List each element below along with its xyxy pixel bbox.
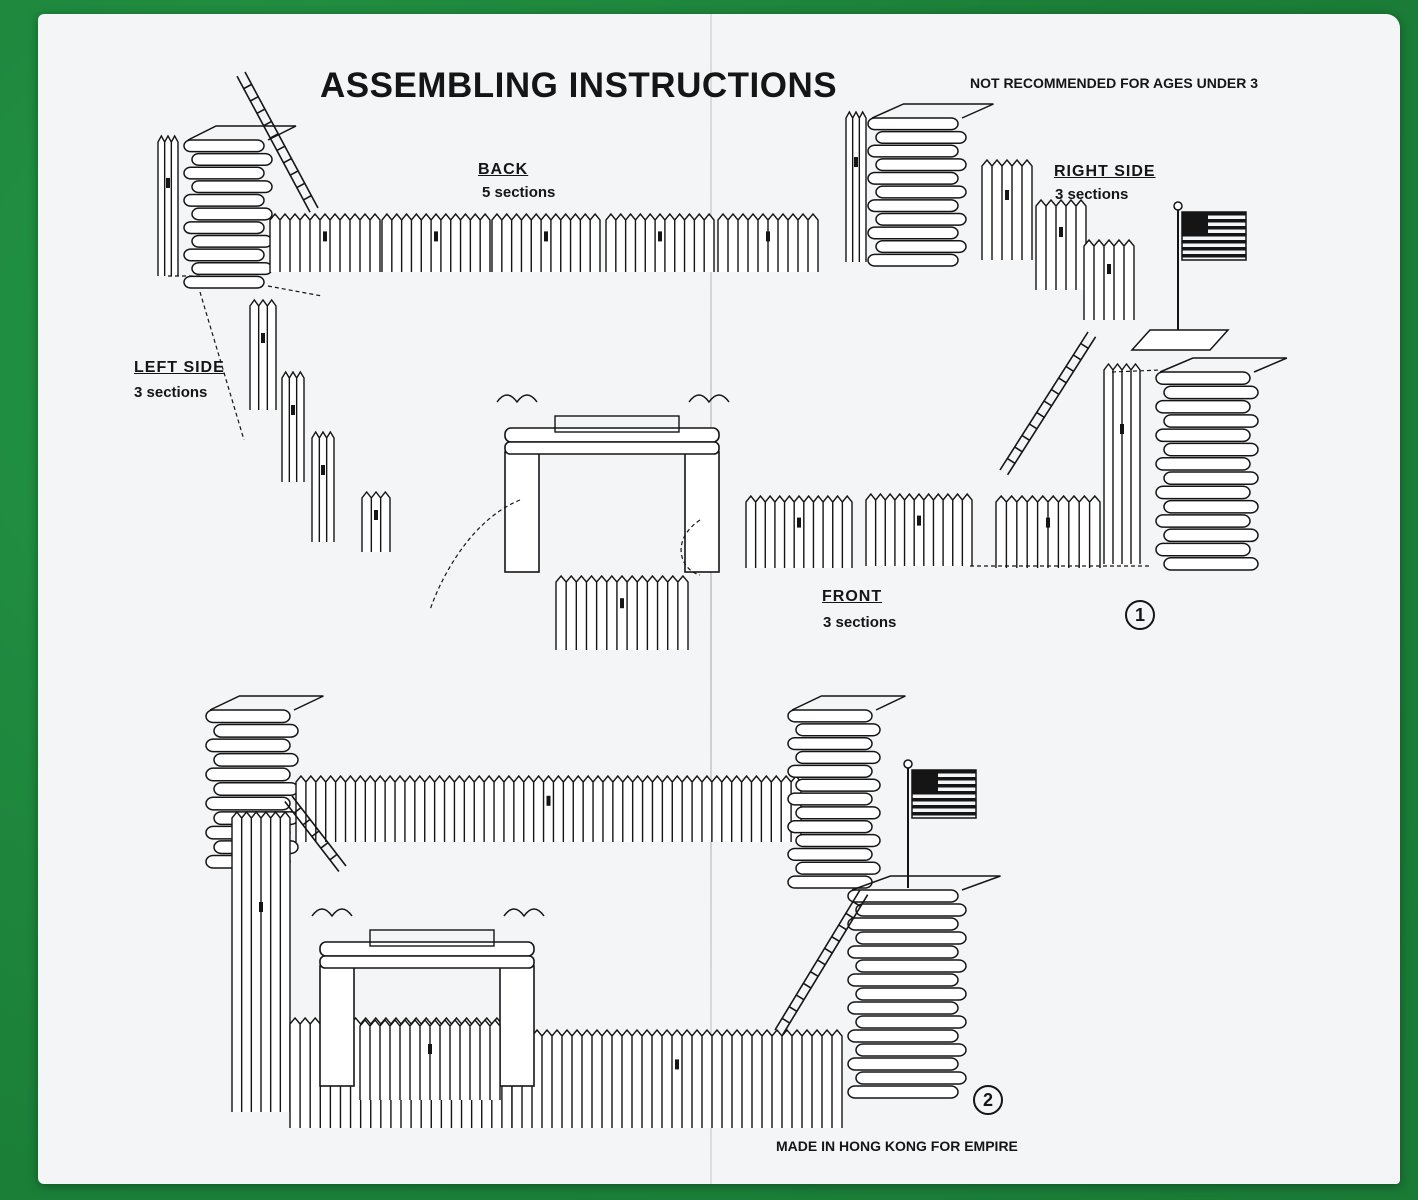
flag-base bbox=[1130, 329, 1230, 351]
assembly-arrows bbox=[168, 275, 1161, 611]
front-section-1 bbox=[745, 494, 853, 568]
left-section-3 bbox=[311, 430, 335, 542]
right-section-2 bbox=[1035, 198, 1087, 290]
step2-front-right-wall bbox=[511, 1028, 843, 1128]
back-label: BACK bbox=[478, 161, 529, 178]
right-section-1 bbox=[981, 158, 1033, 260]
front-section-3 bbox=[995, 494, 1101, 568]
front-section-2 bbox=[865, 492, 973, 566]
left-side-label: LEFT SIDE bbox=[134, 359, 225, 376]
age-warning: NOT RECOMMENDED FOR AGES UNDER 3 bbox=[970, 75, 1259, 91]
front-right-tower bbox=[1155, 357, 1288, 571]
step2-back-wall bbox=[295, 774, 802, 842]
left-back-tower bbox=[183, 125, 297, 289]
step2-ladder-right bbox=[774, 889, 869, 1036]
step2-gate bbox=[311, 908, 545, 1087]
gate-step-1 bbox=[496, 394, 730, 573]
left-section-2 bbox=[281, 370, 305, 482]
gate-door-panel bbox=[555, 574, 689, 650]
back-section-1 bbox=[269, 212, 381, 272]
left-section-1 bbox=[249, 298, 277, 410]
step-1-marker: 1 bbox=[1125, 600, 1155, 630]
left-section-end bbox=[361, 490, 391, 552]
front-tower-panel bbox=[1103, 362, 1141, 564]
right-section-3 bbox=[1083, 238, 1135, 320]
flag-step-2 bbox=[903, 759, 977, 888]
right-tower-panel bbox=[845, 110, 867, 262]
page-title: ASSEMBLING INSTRUCTIONS bbox=[320, 66, 838, 105]
flag-step-1 bbox=[1173, 201, 1247, 330]
step2-gate-door bbox=[359, 1018, 501, 1100]
right-side-label: RIGHT SIDE bbox=[1054, 163, 1156, 180]
ladder-front-right bbox=[999, 331, 1097, 476]
footer-text: MADE IN HONG KONG FOR EMPIRE bbox=[776, 1138, 1018, 1154]
right-back-tower bbox=[867, 103, 994, 267]
step2-front-right-tower bbox=[847, 875, 1001, 1099]
back-section-3 bbox=[491, 212, 601, 272]
back-section-4 bbox=[605, 212, 715, 272]
left-side-count: 3 sections bbox=[134, 384, 208, 401]
step-2-marker: 2 bbox=[973, 1085, 1003, 1115]
step2-left-wall bbox=[231, 810, 291, 1112]
step2-ladder-left bbox=[284, 795, 347, 872]
back-section-2 bbox=[381, 212, 491, 272]
back-section-5 bbox=[717, 212, 819, 272]
back-count: 5 sections bbox=[482, 184, 556, 201]
tower-side-panel bbox=[157, 134, 179, 276]
paper-fold bbox=[710, 14, 712, 1184]
right-side-count: 3 sections bbox=[1055, 186, 1129, 203]
step2-right-back-tower bbox=[787, 695, 906, 889]
ladder-top-left bbox=[236, 71, 319, 213]
front-label: FRONT bbox=[822, 588, 883, 605]
front-count: 3 sections bbox=[823, 614, 897, 631]
